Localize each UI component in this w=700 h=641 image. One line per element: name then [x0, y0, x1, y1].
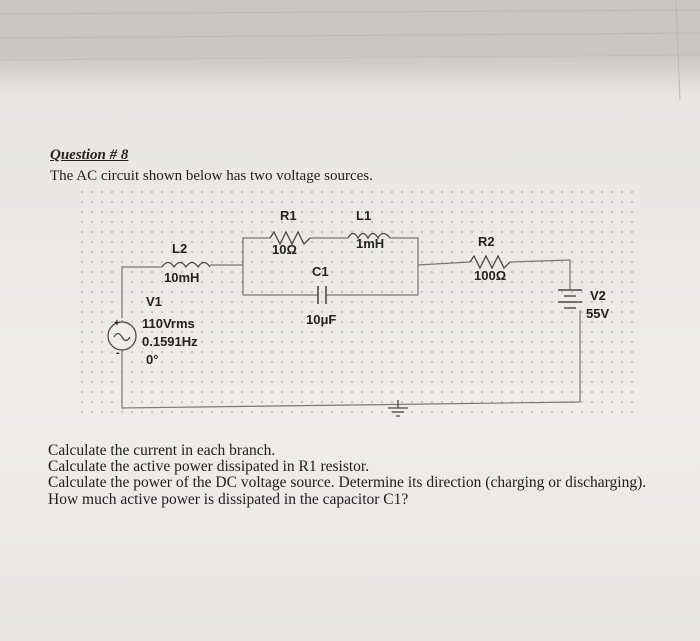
task-1: Calculate the current in each branch. [48, 442, 276, 459]
r2-resistor [469, 254, 511, 270]
r2-value-label: 100Ω [474, 268, 506, 283]
task-2: Calculate the active power dissipated in… [48, 458, 370, 475]
r1-value-label: 10Ω [272, 242, 297, 257]
l1-value-label: 1mH [356, 236, 384, 251]
l1-inductor [347, 232, 391, 240]
l2-inductor [161, 261, 211, 269]
v2-name-label: V2 [590, 288, 606, 303]
l1-name-label: L1 [356, 208, 371, 223]
c1-name-label: C1 [312, 264, 329, 279]
r1-name-label: R1 [280, 208, 297, 223]
question-intro: The AC circuit shown below has two volta… [50, 168, 373, 184]
c1-value-label: 10μF [306, 312, 336, 327]
l2-name-label: L2 [172, 241, 187, 256]
svg-text:+: + [114, 318, 120, 329]
v2-value-label: 55V [586, 306, 609, 321]
v1-name-label: V1 [146, 294, 162, 309]
r2-name-label: R2 [478, 234, 495, 249]
ground-symbol [388, 400, 408, 417]
v1-phase-label: 0° [146, 352, 158, 367]
circuit-schematic: R1 10Ω L1 1mH L2 10mH C1 10μF R2 100Ω V2… [80, 190, 640, 420]
svg-text:-: - [116, 347, 120, 359]
l2-value-label: 10mH [164, 270, 199, 285]
task-4: How much active power is dissipated in t… [48, 491, 409, 508]
r1-resistor [269, 230, 311, 246]
v1-ac-source: + - [107, 318, 137, 359]
c1-capacitor [317, 286, 327, 304]
v1-amplitude-label: 110Vrms [142, 316, 195, 331]
v1-frequency-label: 0.1591Hz [142, 334, 198, 349]
top-paper-lines [0, 0, 700, 100]
question-title: Question # 8 [50, 147, 129, 163]
circuit-wires [121, 237, 581, 409]
v2-battery [558, 289, 582, 309]
task-3: Calculate the power of the DC voltage so… [48, 474, 647, 491]
dot-grid [80, 190, 640, 420]
